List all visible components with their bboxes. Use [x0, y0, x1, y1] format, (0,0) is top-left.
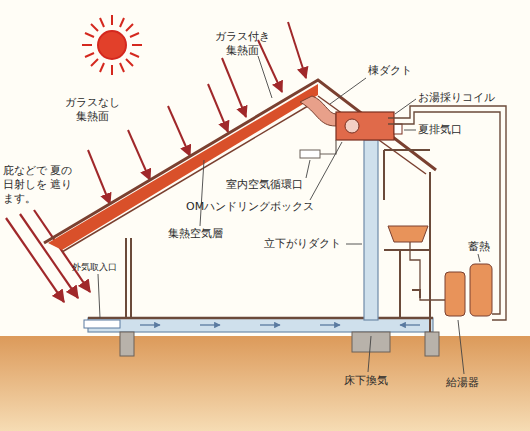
collector-layer	[48, 84, 318, 250]
foundation	[120, 332, 439, 356]
handling-box	[336, 112, 394, 140]
floor	[88, 317, 433, 320]
callout-label: OMハンドリングボックス	[186, 200, 314, 214]
callout-label: 床下換気	[344, 374, 388, 388]
roof-underside	[62, 100, 318, 252]
circulation-port	[300, 150, 320, 158]
faucet	[412, 290, 420, 298]
water-heater	[445, 272, 465, 316]
hot-water-pipe	[388, 106, 506, 320]
callout-label: 立下がりダクト	[264, 237, 341, 251]
callout-label: ガラス付き 集熱面	[212, 30, 272, 58]
fan	[345, 119, 359, 133]
summer-exhaust	[394, 124, 402, 134]
callout-label: ガラスなし 集熱面	[62, 96, 122, 124]
callout-label: お湯採りコイル	[418, 91, 495, 105]
storage-tank	[470, 264, 492, 316]
callout-label: 給湯器	[446, 376, 479, 390]
callout-label: 室内空気循環口	[226, 178, 303, 192]
sun	[82, 15, 142, 75]
walls	[126, 150, 430, 332]
underfloor-channel	[88, 318, 433, 332]
callout-label: 夏排気口	[418, 123, 462, 137]
intake-grille	[84, 320, 120, 328]
down-duct	[364, 140, 378, 320]
callout-label: 集熱空気層	[168, 227, 223, 241]
bathtub	[388, 226, 428, 242]
circulation-duct	[320, 140, 336, 154]
ground	[0, 336, 530, 431]
callout-label: 外気取入口	[72, 262, 117, 273]
callout-label: 棟ダクト	[368, 64, 412, 78]
callout-label: 蓄熱	[468, 240, 490, 254]
note-label: 庇などで 夏の日射しを 遮ります。	[3, 164, 75, 205]
ridge-duct	[300, 96, 336, 126]
